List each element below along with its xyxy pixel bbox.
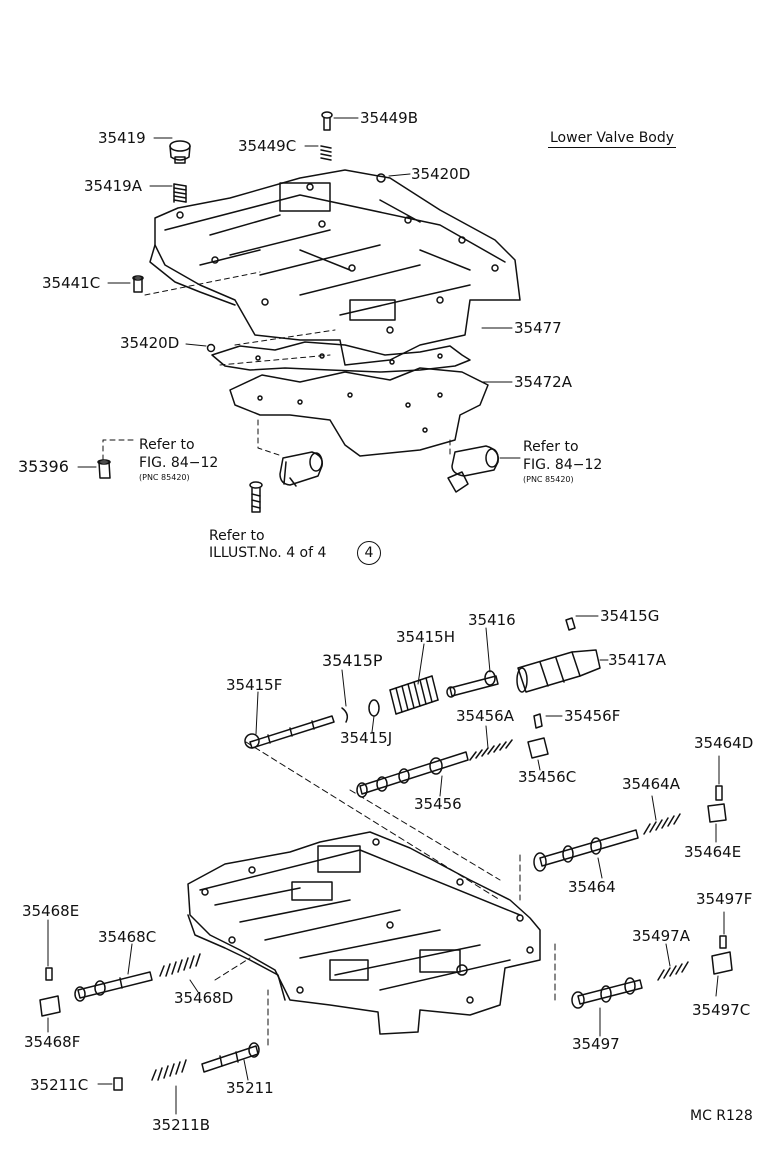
part-label-35415p: 35415P (322, 651, 383, 670)
sleeve-35468F (39, 995, 61, 1017)
part-label-35497: 35497 (572, 1035, 620, 1053)
bolt-35449B (321, 111, 333, 131)
valve-body-upper (149, 169, 521, 366)
ref-left-line1: Refer to (139, 437, 195, 453)
ball-35420D-mid (206, 343, 216, 353)
solenoid-left (279, 451, 324, 487)
part-label-35415f: 35415F (226, 676, 283, 694)
small-part-35419 (169, 140, 191, 164)
valve-35497 (571, 977, 643, 1009)
part-label-35468f: 35468F (24, 1033, 81, 1051)
spring-35468D (159, 953, 201, 977)
pin-35441C (132, 275, 144, 293)
plunger-35417A (516, 649, 601, 693)
valve-35416 (446, 670, 499, 698)
part-label-35211c: 35211C (30, 1076, 89, 1094)
part-label-35211b: 35211B (152, 1116, 211, 1134)
dashed-guides-top (102, 271, 451, 461)
part-label-35415j: 35415J (340, 729, 393, 747)
part-label-35472a: 35472A (514, 373, 572, 391)
ball-35420D-top (376, 173, 386, 183)
plug-35468E (45, 967, 53, 981)
gasket-plate (211, 341, 471, 373)
part-label-35441c: 35441C (42, 274, 101, 292)
part-label-35456a: 35456A (456, 707, 514, 725)
part-label-35419a: 35419A (84, 177, 142, 195)
part-label-35420d-top: 35420D (411, 165, 471, 183)
part-label-35415g: 35415G (600, 607, 660, 625)
part-label-35415h: 35415H (396, 628, 455, 646)
part-label-35420d-mid: 35420D (120, 334, 180, 352)
clip-35415P (341, 707, 349, 723)
plug-35464D (715, 785, 723, 801)
part-label-35449b: 35449B (360, 109, 419, 127)
part-label-35456f: 35456F (564, 707, 621, 725)
solenoid-right (447, 445, 499, 493)
part-label-35477: 35477 (514, 319, 562, 337)
separator-plate (229, 367, 489, 457)
valve-35468C (74, 971, 153, 1002)
ref-right-line2: FIG. 84−12 (523, 457, 603, 473)
ref-illust-line2: ILLUST.No. 4 of 4 (209, 545, 327, 561)
part-label-35468c: 35468C (98, 928, 157, 946)
part-label-35456: 35456 (414, 795, 462, 813)
diagram-title: Lower Valve Body (548, 130, 677, 148)
valve-35211 (201, 1042, 260, 1073)
part-label-35464d: 35464D (694, 734, 754, 752)
part-label-35497c: 35497C (692, 1001, 751, 1019)
spring-35415H (389, 675, 439, 715)
spring-35464A (643, 813, 681, 835)
part-label-35417a: 35417A (608, 651, 666, 669)
ref-right-pnc: (PNC 85420) (523, 475, 574, 484)
part-label-35497f: 35497F (696, 890, 753, 908)
ref-left-pnc: (PNC 85420) (139, 473, 190, 482)
spring-35497A (657, 961, 689, 981)
leaders-bottom (47, 615, 725, 1115)
ref-illust-line1: Refer to (209, 528, 265, 544)
part-label-35468e: 35468E (22, 902, 80, 920)
part-label-35464: 35464 (568, 878, 616, 896)
part-label-35449c: 35449C (238, 137, 297, 155)
sleeve-35464E (707, 803, 727, 823)
sleeve-35497C (711, 951, 733, 975)
washer-35415J (368, 699, 380, 717)
illust-number-badge: 4 (357, 541, 381, 565)
part-label-35456c: 35456C (518, 768, 577, 786)
spring-35456A (469, 739, 513, 761)
ref-left-line2: FIG. 84−12 (139, 455, 219, 471)
plug-35415G (565, 617, 576, 631)
part-label-35468d: 35468D (174, 989, 234, 1007)
ref-right-line1: Refer to (523, 439, 579, 455)
part-label-35211: 35211 (226, 1079, 274, 1097)
footer-code: MC R128 (690, 1108, 753, 1124)
part-label-35396: 35396 (18, 457, 69, 476)
valve-35464 (533, 829, 639, 872)
part-label-35464a: 35464A (622, 775, 680, 793)
part-label-35497a: 35497A (632, 927, 690, 945)
leaders-top (77, 117, 521, 468)
pin-35396 (97, 459, 111, 479)
dashed-guides-bottom (214, 741, 556, 1046)
spring-35211B (151, 1059, 187, 1081)
bolt-illustration (249, 481, 263, 513)
valve-35456 (356, 751, 469, 798)
sleeve-35456C (527, 737, 549, 759)
part-label-35416: 35416 (468, 611, 516, 629)
part-label-35464e: 35464E (684, 843, 742, 861)
spring-35449C (320, 145, 332, 161)
plug-35211C (113, 1077, 123, 1091)
part-label-35419: 35419 (98, 129, 146, 147)
valve-35415F (244, 715, 335, 749)
spring-35419A (173, 183, 187, 203)
plug-35456F (533, 713, 543, 729)
valve-body-lower (187, 831, 541, 1035)
plug-35497F (719, 935, 727, 949)
